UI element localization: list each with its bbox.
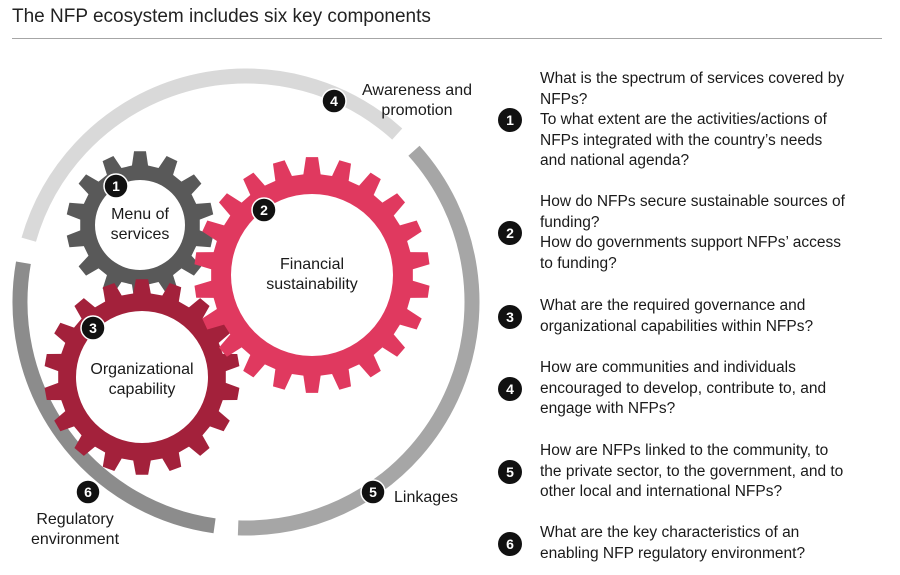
regulatory-environment-label: Regulatory environment [30,511,120,548]
linkages-label: Linkages [394,489,459,506]
svg-text:1: 1 [112,178,120,194]
menu-of-services-label: Menu of services [110,206,170,243]
page-title: The NFP ecosystem includes six key compo… [12,6,431,27]
badge-3: 3 [80,315,106,341]
badge-5: 5 [360,479,386,505]
financial-sustainability-label: Financial sustainability [266,256,358,293]
svg-text:2: 2 [260,202,268,218]
badge-2: 2 [251,197,277,223]
regulatory-ring-arc [12,261,216,534]
svg-text:4: 4 [330,93,338,109]
badge-4: 4 [321,88,347,114]
linkages-ring-arc [237,145,480,536]
badge-1: 1 [103,173,129,199]
awareness-and-promotion-label: Awareness and promotion [362,82,472,119]
menu-of-services-gear-icon [66,151,214,299]
svg-text:3: 3 [89,320,97,336]
svg-text:5: 5 [369,484,377,500]
svg-text:6: 6 [84,484,92,500]
title-divider [12,38,882,39]
organizational-capability-label: Organizational capability [90,361,194,398]
badge-6: 6 [75,479,101,505]
